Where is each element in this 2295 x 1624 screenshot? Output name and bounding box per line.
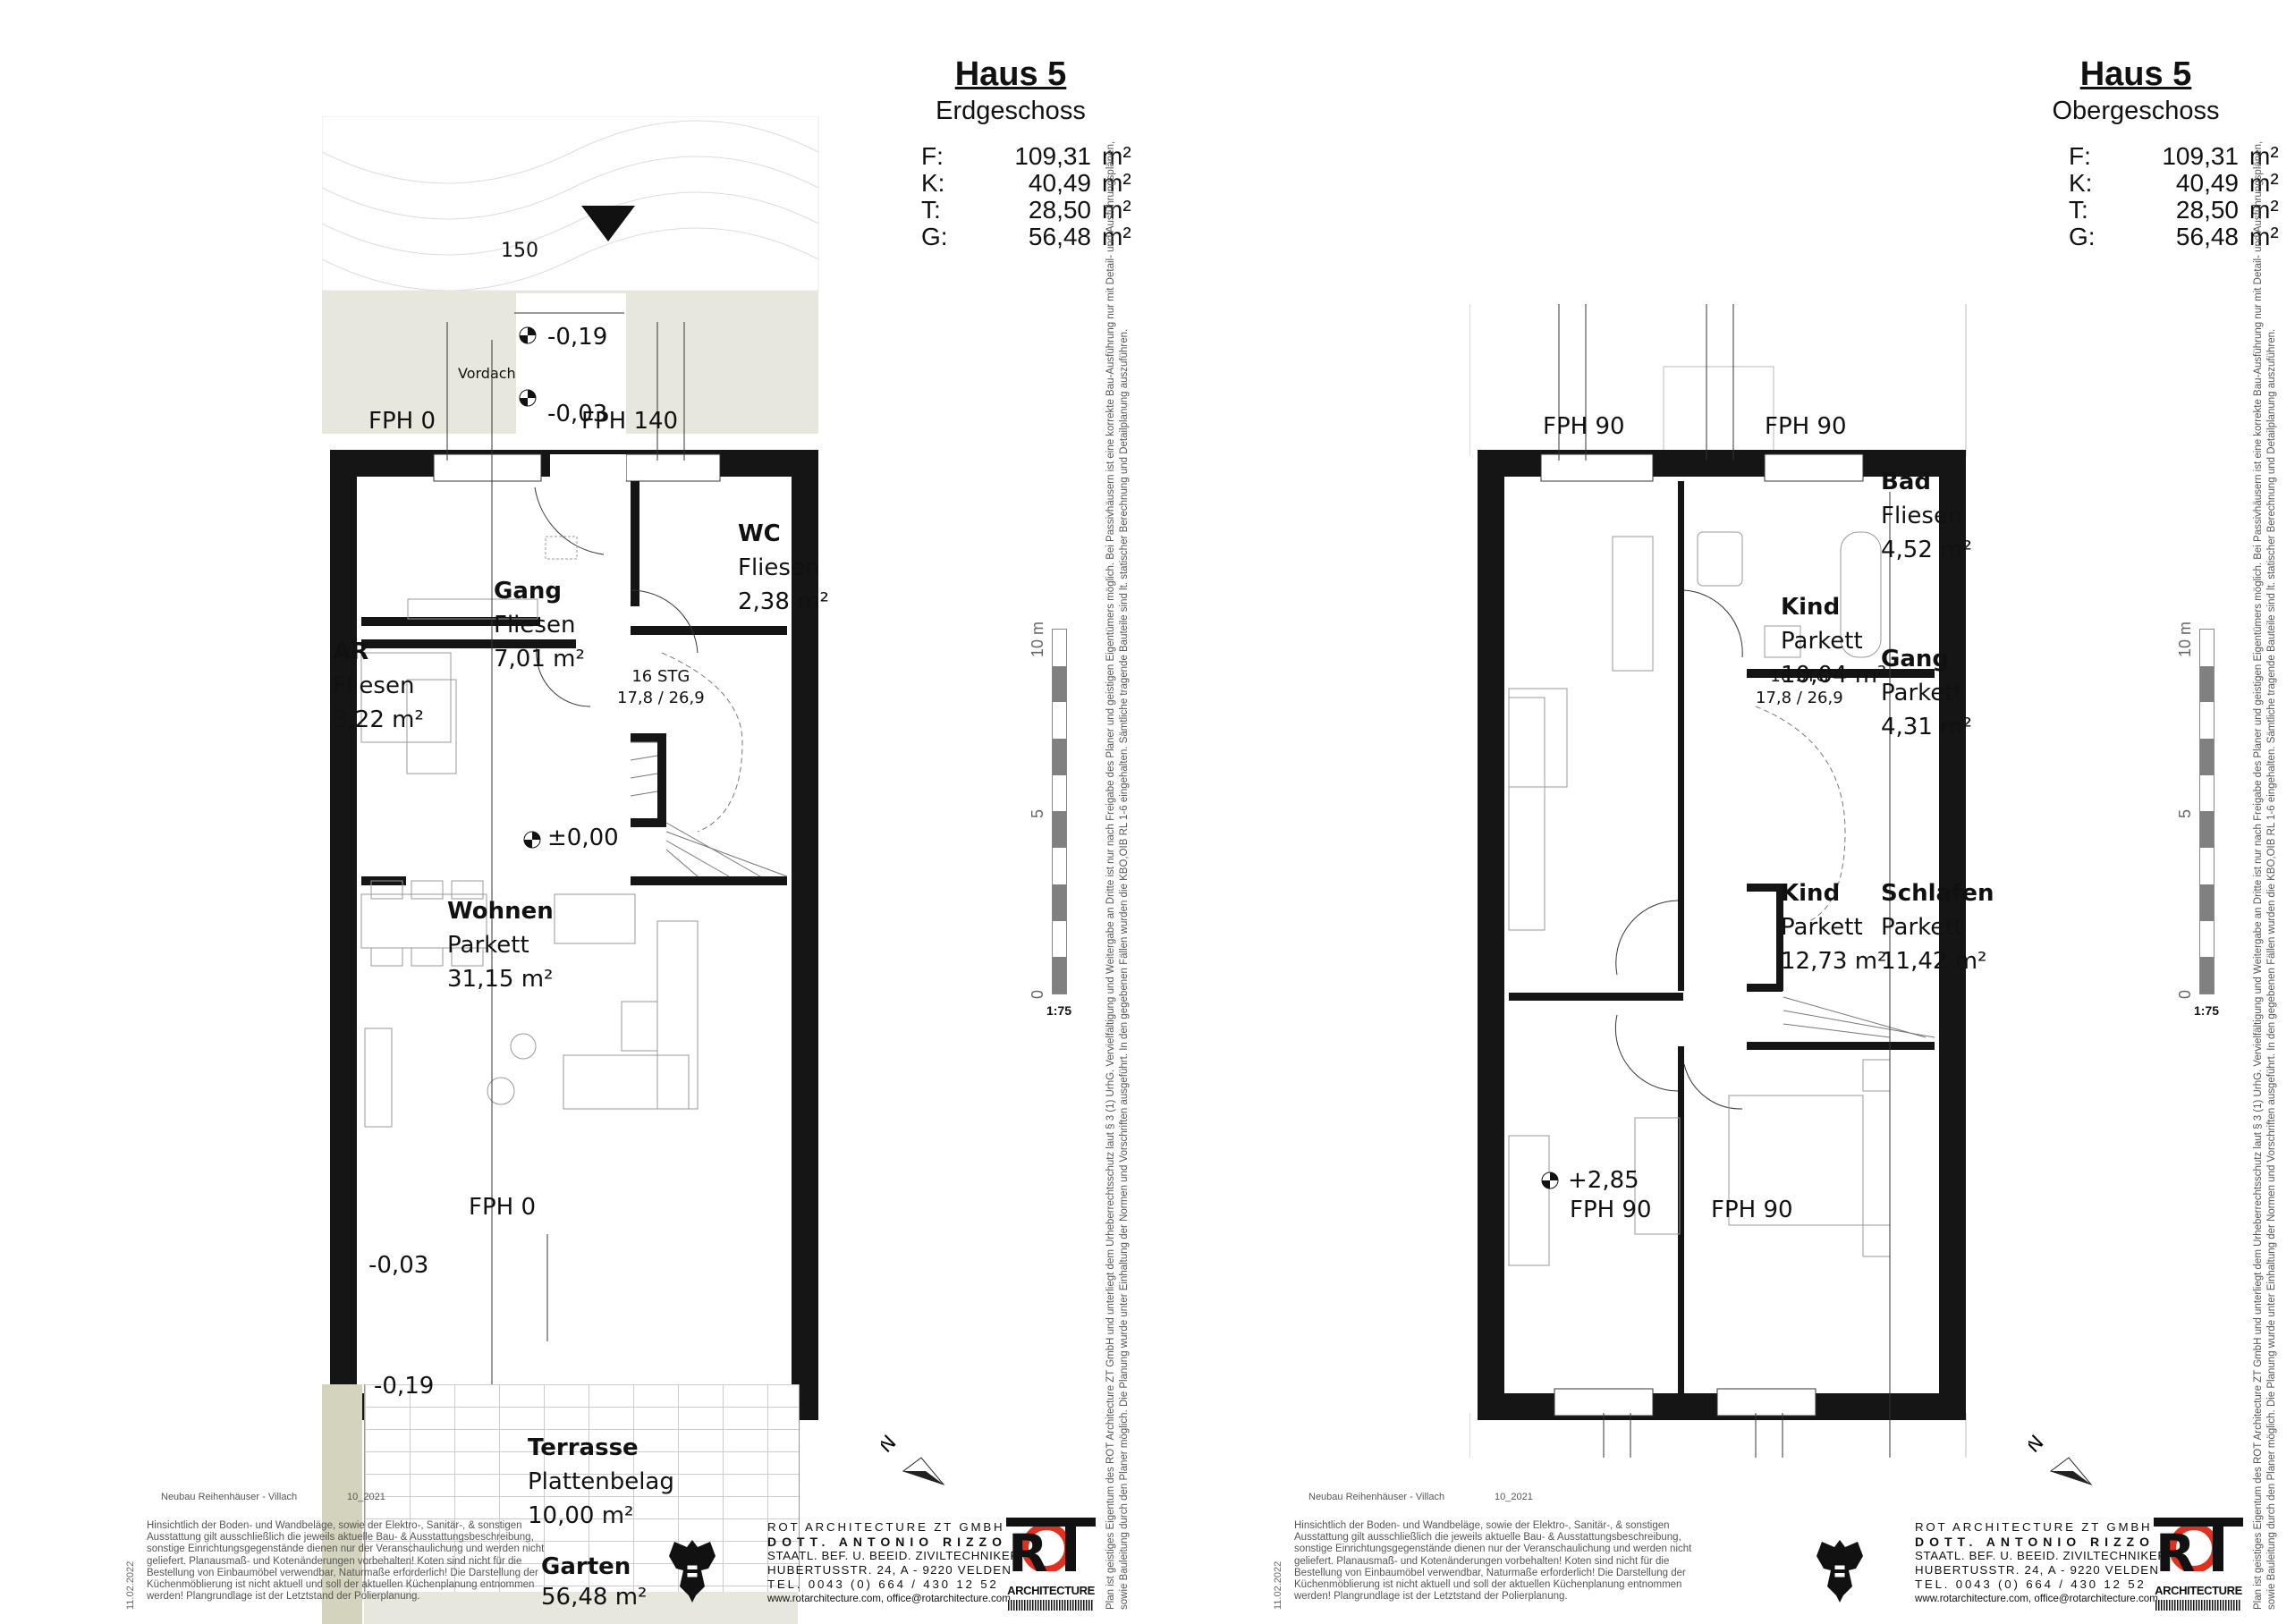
- house-title: Haus 5: [954, 55, 1067, 93]
- room-gang: Gang Fliesen 7,01 m²: [494, 578, 585, 672]
- fph-label-bottom: FPH 0: [469, 1194, 536, 1221]
- floor-title: Obergeschoss: [2052, 97, 2220, 125]
- room-wc: WC Fliesen 2,38 m²: [738, 520, 829, 615]
- svg-text:R: R: [2155, 1523, 2196, 1571]
- fph-label-bl: FPH 90: [1570, 1197, 1652, 1223]
- scale-label-top: 10 m: [2176, 621, 2194, 657]
- scale-label-mid: 5: [2176, 808, 2194, 818]
- copyright-note: Plan ist geistiges Eigentum des ROT Arch…: [1105, 140, 1130, 1610]
- plot-date: 11.02.2022: [1273, 1561, 1283, 1610]
- fph-label-wc: FPH 140: [581, 408, 679, 435]
- room-schlafen: Schlafen Parkett 11,42 m²: [1881, 880, 1994, 975]
- rot-logo-mark-icon: R: [1006, 1518, 1096, 1571]
- project-name: Neubau Reihenhäuser - Villach: [161, 1492, 298, 1502]
- barcode-icon: [2155, 1600, 2241, 1611]
- svg-text:N: N: [2028, 1432, 2048, 1458]
- room-wohnen: Wohnen Parkett 31,15 m²: [447, 898, 554, 993]
- firm-stamp: ROT ARCHITECTURE ZT GMBH DOTT. ANTONIO R…: [767, 1520, 1020, 1604]
- level-floor: ±0,00: [547, 825, 619, 851]
- project-date: 10_2021: [347, 1492, 385, 1502]
- floor-plan-erdgeschoss: [322, 116, 859, 1458]
- room-ar: AR Fliesen 3,22 m²: [333, 639, 424, 733]
- firm-stamp: ROT ARCHITECTURE ZT GMBH DOTT. ANTONIO R…: [1915, 1520, 2167, 1604]
- terrace-area: [364, 1384, 800, 1592]
- scale-ratio: 1:75: [1046, 1003, 1072, 1018]
- fph-label-top: FPH 0: [368, 408, 436, 435]
- entry-arrow-icon: [581, 206, 635, 241]
- project-name: Neubau Reihenhäuser - Villach: [1308, 1492, 1445, 1502]
- level-terrace: -0,03: [368, 1252, 429, 1279]
- room-terrasse: Terrasse Plattenbelag 10,00 m²: [528, 1434, 674, 1529]
- floor-title: Erdgeschoss: [936, 97, 1086, 125]
- austrian-eagle-icon: [1817, 1540, 1863, 1603]
- scale-ratio: 1:75: [2194, 1003, 2220, 1018]
- north-arrow-icon: N: [881, 1432, 945, 1486]
- room-bad: Bad Fliesen 4,52 m²: [1881, 469, 1972, 563]
- plot-date: 11.02.2022: [125, 1561, 136, 1610]
- garden-area: [364, 1592, 798, 1624]
- scale-label-mid: 5: [1029, 808, 1046, 818]
- level-entrance: -0,19: [547, 324, 608, 351]
- copyright-note: Plan ist geistiges Eigentum des ROT Arch…: [2253, 140, 2277, 1610]
- barcode-icon: [1008, 1600, 1094, 1611]
- rot-logo-mark-icon: R: [2154, 1518, 2243, 1571]
- level-garden: -0,19: [374, 1373, 435, 1400]
- fph-label-tl: FPH 90: [1543, 413, 1625, 440]
- north-arrow-icon: N: [2028, 1432, 2093, 1486]
- scale-label-bottom: 0: [1029, 989, 1046, 999]
- rot-logo: R ARCHITECTURE: [1006, 1518, 1096, 1616]
- project-date: 10_2021: [1495, 1492, 1533, 1502]
- stair-label-og: 16 STG 17,8 / 26,9: [1756, 667, 1843, 707]
- disclaimer-text: Hinsichtlich der Boden- und Wandbeläge, …: [147, 1520, 545, 1603]
- austrian-eagle-icon: [669, 1540, 716, 1603]
- room-garten: Garten 56,48 m²: [541, 1553, 648, 1611]
- level-marker-icon: [519, 326, 541, 849]
- scale-bar: [2199, 629, 2215, 994]
- title-block: Haus 5 Obergeschoss: [2020, 54, 2252, 127]
- house-title: Haus 5: [2079, 55, 2192, 93]
- room-gang-og: Gang Parkett 4,31 m²: [1881, 646, 1972, 740]
- scale-label-bottom: 0: [2176, 989, 2194, 999]
- svg-text:R: R: [1008, 1523, 1048, 1571]
- scale-label-top: 10 m: [1029, 621, 1046, 657]
- title-block: Haus 5 Erdgeschoss: [894, 54, 1127, 127]
- svg-text:N: N: [881, 1432, 901, 1458]
- stair-label: 16 STG 17,8 / 26,9: [617, 667, 705, 707]
- scale-bar: [1052, 629, 1067, 994]
- room-kind-1: Kind Parkett 10,04 m²: [1781, 594, 1887, 689]
- fph-label-tr: FPH 90: [1765, 413, 1847, 440]
- side-path: [322, 1384, 362, 1624]
- dim-150: 150: [501, 240, 538, 262]
- sheet-erdgeschoss: Gang Fliesen 7,01 m² WC Fliesen 2,38 m² …: [125, 54, 1136, 1624]
- fph-label-br: FPH 90: [1711, 1197, 1793, 1223]
- room-kind-2: Kind Parkett 12,73 m²: [1781, 880, 1887, 975]
- vordach-label: Vordach: [458, 365, 516, 382]
- level-og: +2,85: [1568, 1167, 1639, 1194]
- sheet-obergeschoss: Bad Fliesen 4,52 m² Kind Parkett 10,04 m…: [1148, 0, 2295, 1624]
- level-porch: -0,03: [547, 401, 608, 427]
- level-marker-icon: [1541, 1171, 1559, 1189]
- rot-logo: R ARCHITECTURE: [2154, 1518, 2243, 1616]
- floor-plan-obergeschoss: [1469, 116, 2006, 1458]
- disclaimer-text: Hinsichtlich der Boden- und Wandbeläge, …: [1294, 1520, 1692, 1603]
